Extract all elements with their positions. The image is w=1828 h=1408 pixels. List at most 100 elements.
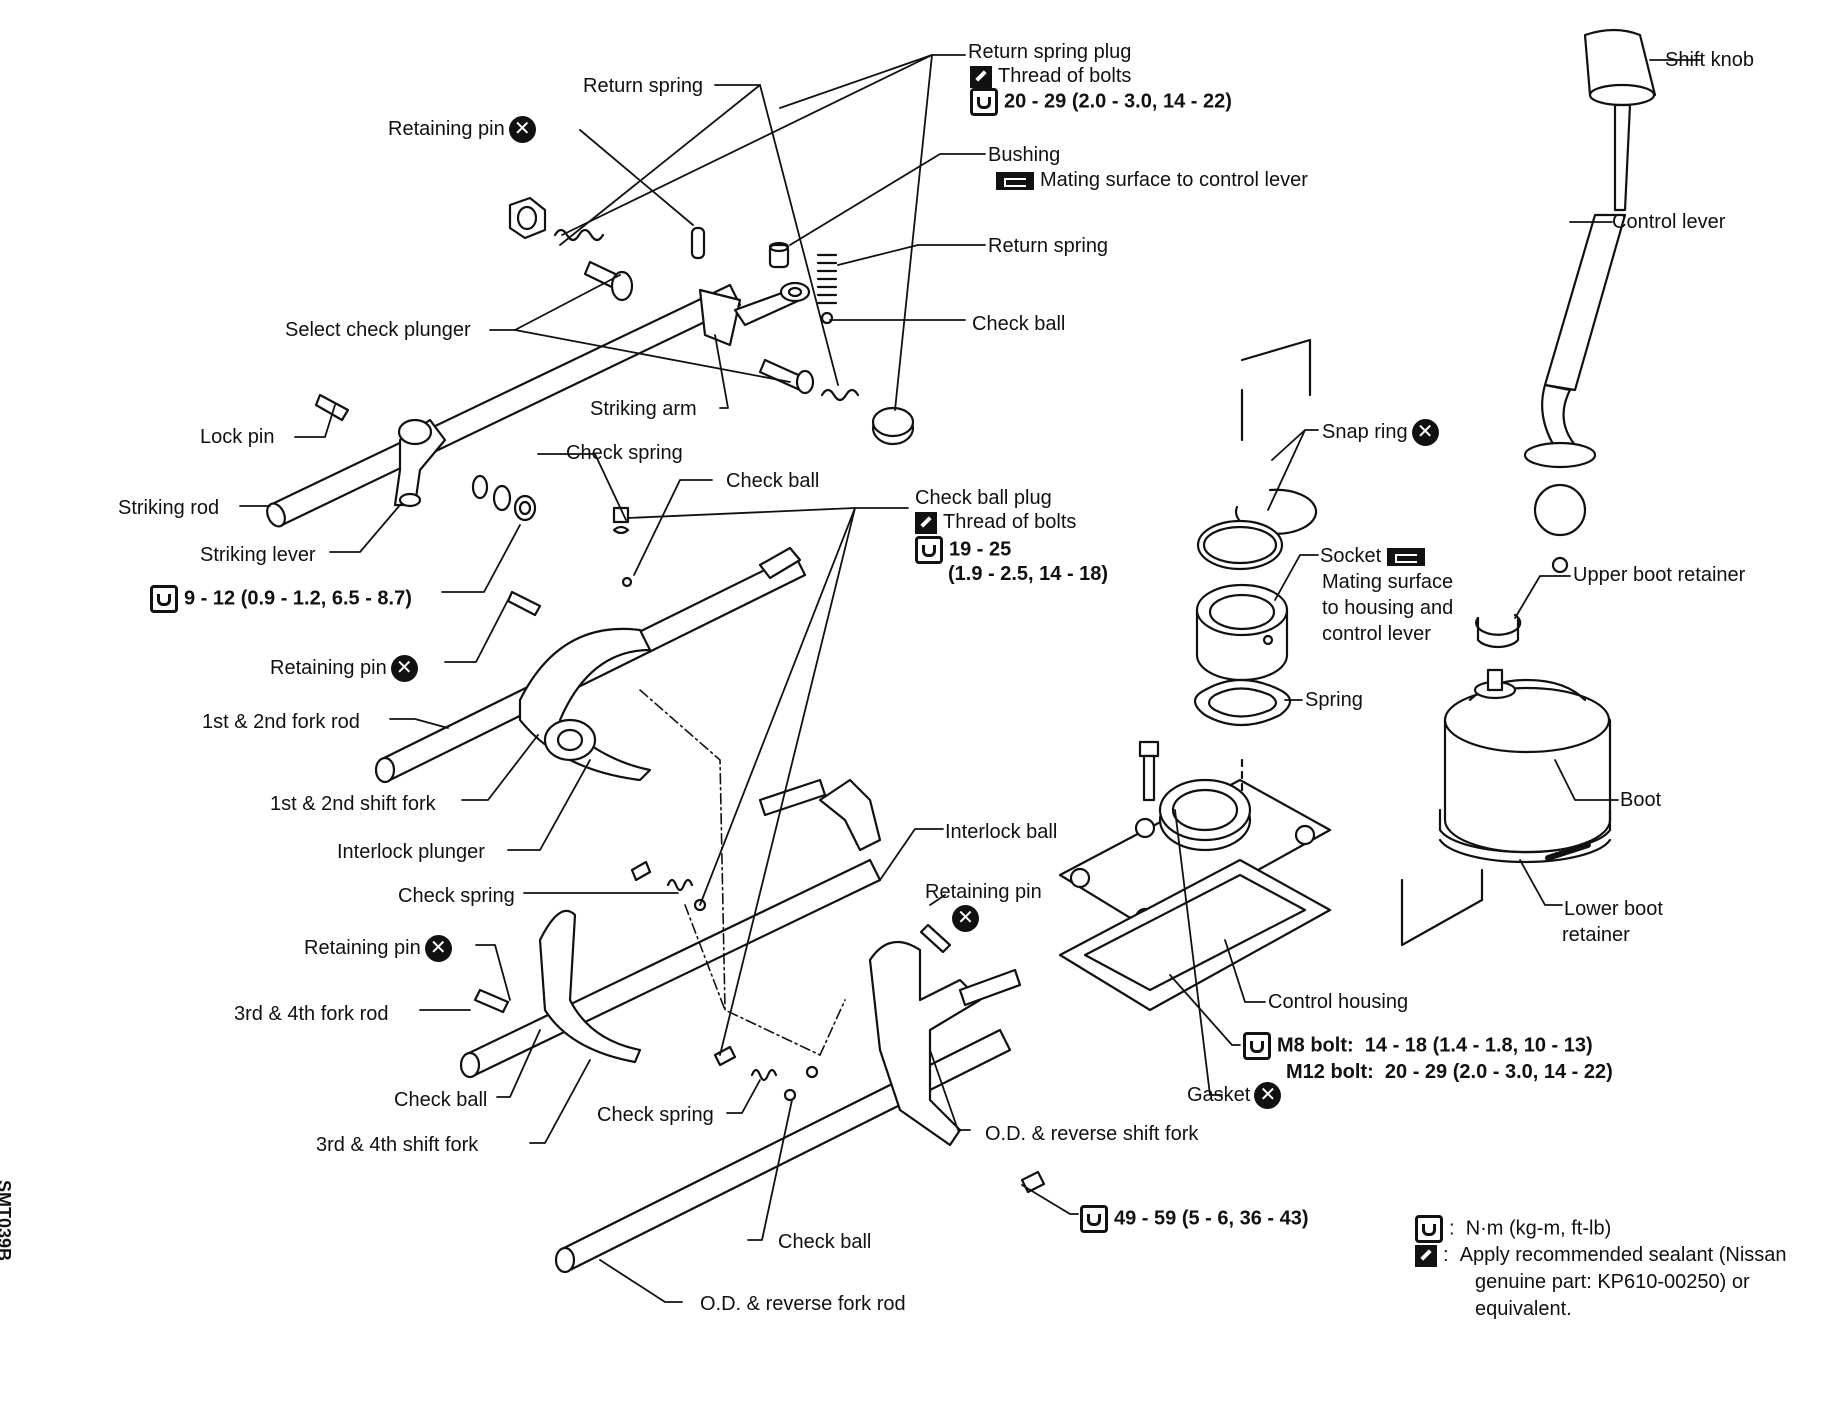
upper-boot-retainer-part	[1475, 613, 1522, 649]
replace-icon: ✕	[508, 116, 536, 143]
snap-ring-bottom	[1196, 519, 1284, 571]
m12-torque-text: 20 - 29 (2.0 - 3.0, 14 - 22)	[1384, 1061, 1613, 1083]
retaining-pin-top-text: Retaining pin	[388, 117, 505, 140]
thread-of-bolts-text-1: Thread of bolts	[998, 65, 1132, 87]
label-striking-lever: Striking lever	[200, 544, 316, 566]
select-check-plunger-left	[583, 260, 634, 302]
replace-icon: ✕	[1411, 419, 1439, 446]
label-check-ball-top: Check ball	[972, 313, 1066, 335]
control-housing-part	[1058, 778, 1332, 932]
legend-colon: :	[1449, 1217, 1455, 1240]
label-torque-check-ball-plug-2: (1.9 - 2.5, 14 - 18)	[948, 563, 1109, 585]
label-3rd-4th-fork-rod: 3rd & 4th fork rod	[234, 1003, 389, 1025]
replace-icon: ✕	[424, 935, 452, 962]
torque-icon	[150, 585, 178, 613]
label-3rd-4th-shift-fork: 3rd & 4th shift fork	[316, 1134, 479, 1156]
shift-fork-1st-2nd	[518, 627, 652, 782]
torque-plug-text: 20 - 29 (2.0 - 3.0, 14 - 22)	[1004, 90, 1232, 113]
return-spring-coil	[816, 253, 838, 325]
gasket-part	[1058, 858, 1332, 1012]
label-retaining-pin-top: Retaining pin✕	[388, 116, 536, 143]
check-spring-low	[713, 1045, 819, 1102]
torque-lever-text: 9 - 12 (0.9 - 1.2, 6.5 - 8.7)	[184, 587, 412, 610]
check-ball-plug-upper	[612, 506, 633, 588]
m8-bolt-text: M8 bolt:	[1277, 1034, 1354, 1057]
label-retaining-pin-mid: Retaining pin✕	[270, 655, 418, 682]
socket-part	[1195, 583, 1289, 682]
snap-ring-text: Snap ring	[1322, 420, 1408, 443]
legend-torque-unit: N·m (kg-m, ft-lb)	[1465, 1217, 1612, 1240]
label-spring: Spring	[1305, 689, 1363, 711]
label-od-reverse-shift-fork: O.D. & reverse shift fork	[985, 1123, 1199, 1145]
legend-sealant-1: Apply recommended sealant (Nissan	[1459, 1244, 1787, 1266]
label-snap-ring: Snap ring✕	[1322, 419, 1439, 446]
replace-icon: ✕	[952, 905, 979, 932]
boot-part	[1443, 668, 1612, 854]
label-socket-note-3: control lever	[1322, 623, 1431, 645]
bushing-part	[768, 241, 790, 269]
label-torque-od-bolt: 49 - 59 (5 - 6, 36 - 43)	[1080, 1205, 1309, 1233]
legend-colon: :	[1443, 1244, 1449, 1266]
interlock-fork-bracket	[758, 778, 882, 852]
label-check-spring-low: Check spring	[597, 1104, 714, 1126]
legend-torque: : N·m (kg-m, ft-lb)	[1415, 1215, 1611, 1243]
lock-pin	[314, 393, 350, 422]
legend-sealant-2: genuine part: KP610-00250) or	[1475, 1271, 1750, 1293]
replace-icon: ✕	[1254, 1082, 1282, 1109]
label-torque-striking-lever: 9 - 12 (0.9 - 1.2, 6.5 - 8.7)	[150, 585, 412, 613]
label-return-spring-plug: Return spring plug	[968, 41, 1132, 63]
lower-boot-retainer-part	[1438, 808, 1612, 864]
sealant-icon	[915, 511, 937, 534]
grease-icon	[1387, 547, 1426, 566]
retaining-pin-mid-text: Retaining pin	[270, 656, 387, 679]
spring-part	[1193, 678, 1292, 727]
label-check-ball-low: Check ball	[394, 1089, 488, 1111]
legend-sealant: : Apply recommended sealant (Nissan	[1415, 1243, 1787, 1267]
striking-lever-nut-washers	[471, 474, 537, 522]
label-striking-arm: Striking arm	[590, 398, 697, 420]
label-lock-pin: Lock pin	[200, 426, 275, 448]
label-bushing: Bushing	[988, 144, 1061, 166]
replace-icon-right: ✕	[948, 905, 979, 932]
label-check-ball-plug: Check ball plug	[915, 487, 1052, 509]
socket-bracket-lines	[1240, 338, 1312, 792]
bushing-note-text: Mating surface to control lever	[1040, 169, 1308, 191]
leader-lines	[239, 54, 1701, 1303]
torque-icon	[1080, 1205, 1108, 1233]
striking-arm	[690, 226, 811, 347]
label-interlock-ball: Interlock ball	[945, 821, 1058, 843]
label-thread-of-bolts-1: Thread of bolts	[970, 64, 1131, 88]
label-lower-boot-retainer-1: Lower boot	[1564, 898, 1663, 920]
check-spring-mid	[630, 860, 707, 912]
label-retaining-pin-right: Retaining pin	[925, 880, 1042, 904]
label-bushing-note: Mating surface to control lever	[990, 168, 1308, 192]
label-socket: Socket	[1320, 544, 1431, 568]
label-torque-check-ball-plug: 19 - 25	[915, 536, 1011, 564]
label-lower-boot-retainer-2: retainer	[1562, 924, 1630, 946]
return-spring-plug-right	[871, 406, 915, 446]
label-thread-of-bolts-2: Thread of bolts	[915, 510, 1076, 534]
label-1st-2nd-fork-rod: 1st & 2nd fork rod	[202, 711, 360, 733]
retaining-pin-low-text: Retaining pin	[304, 936, 421, 959]
sealant-icon	[970, 65, 992, 88]
label-check-ball-mid: Check ball	[726, 470, 820, 492]
label-od-reverse-fork-rod: O.D. & reverse fork rod	[700, 1293, 906, 1315]
label-gasket: Gasket✕	[1187, 1082, 1282, 1109]
label-retaining-pin-low: Retaining pin✕	[304, 935, 452, 962]
torque-check-plug-text-1: 19 - 25	[949, 538, 1012, 561]
label-m8-bolt: M8 bolt: 14 - 18 (1.4 - 1.8, 10 - 13)	[1243, 1032, 1593, 1060]
label-torque-return-spring-plug: 20 - 29 (2.0 - 3.0, 14 - 22)	[970, 88, 1232, 116]
label-socket-note-1: Mating surface	[1322, 571, 1454, 593]
label-upper-boot-retainer: Upper boot retainer	[1573, 564, 1746, 586]
m12-bolt-text: M12 bolt:	[1286, 1061, 1374, 1083]
torque-icon	[1243, 1032, 1271, 1060]
select-check-plunger-right	[758, 358, 860, 402]
control-lever-part	[1523, 103, 1632, 574]
grease-icon	[996, 171, 1034, 190]
return-spring-plug-left	[508, 196, 605, 242]
label-return-spring-top: Return spring	[583, 75, 704, 97]
figure-code: SMT039B	[0, 1180, 14, 1262]
control-housing-bolt	[1138, 740, 1160, 802]
label-boot: Boot	[1620, 789, 1662, 811]
